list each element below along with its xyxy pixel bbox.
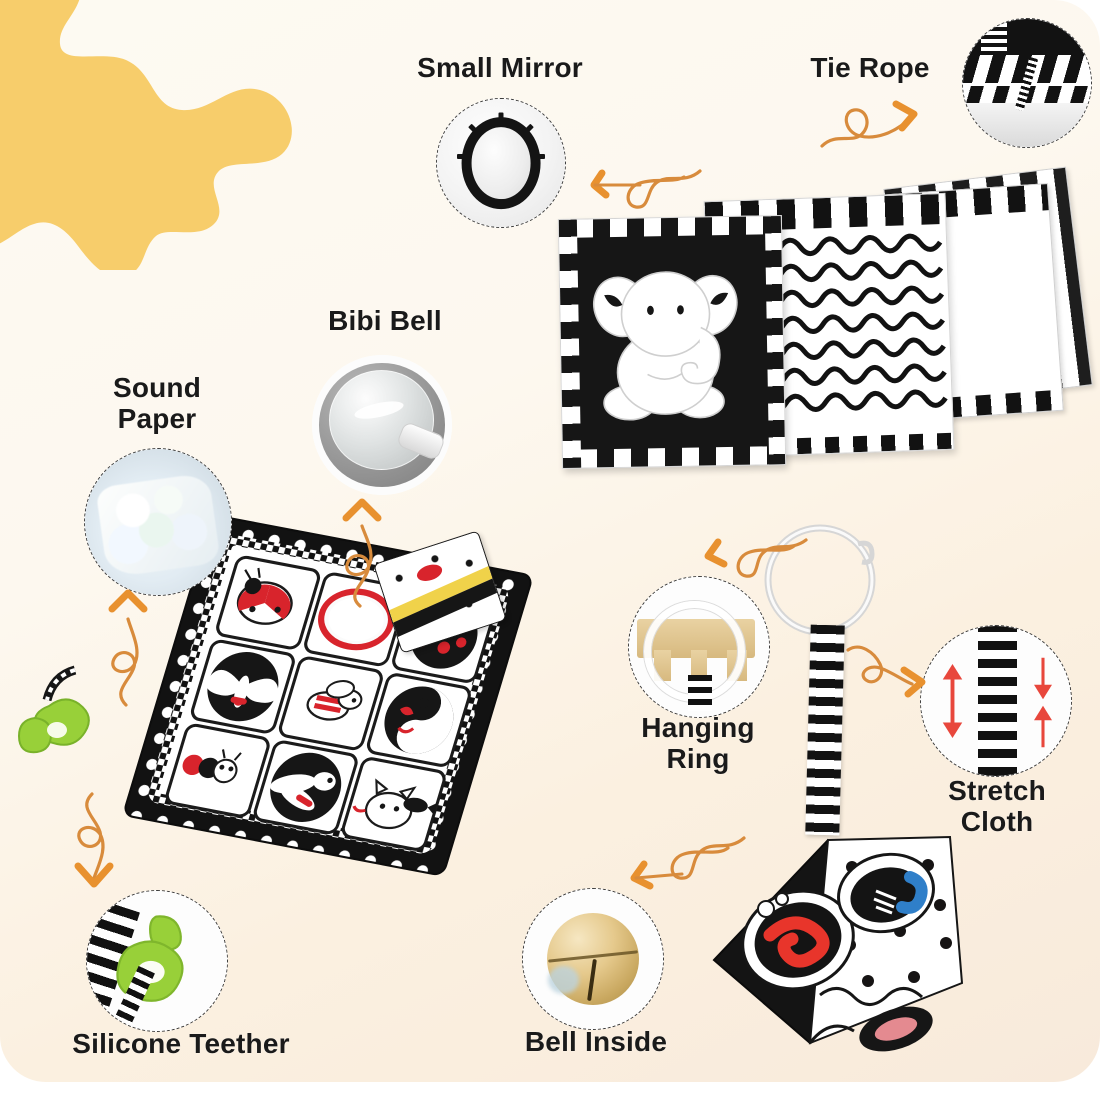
label-stretch-cloth: Stretch Cloth: [948, 775, 1046, 838]
mirror-icon: [436, 98, 566, 228]
teether-attached: [15, 660, 145, 780]
arrow-bell-inside: [630, 830, 750, 910]
callout-tie-rope[interactable]: [962, 18, 1092, 148]
arrow-stretch-cloth: [846, 638, 936, 702]
rope-tie-icon: [962, 18, 1092, 148]
ring-clip-icon: [628, 576, 770, 718]
callout-silicone-teether[interactable]: [86, 890, 228, 1032]
squeaker-bell-icon: [312, 355, 452, 495]
arrow-sound-paper: [86, 585, 166, 710]
arrow-tie-rope: [818, 92, 948, 162]
label-tie-rope: Tie Rope: [810, 52, 930, 83]
label-sound-paper: Sound Paper: [112, 372, 202, 435]
play-mat-product: [17, 515, 532, 935]
callout-sound-paper[interactable]: [84, 448, 232, 596]
sensory-cube-product: [700, 785, 980, 1075]
label-bell-inside: Bell Inside: [524, 1026, 668, 1057]
arrow-silicone-teether: [54, 790, 134, 900]
stretch-arrows-icon: [920, 625, 1072, 777]
yellow-splash-decoration: [0, 0, 292, 270]
callout-bell-inside[interactable]: [522, 888, 664, 1030]
teether-icon: [86, 890, 228, 1032]
cloth-book-elephant-page: [557, 215, 787, 469]
label-bibi-bell: Bibi Bell: [328, 305, 442, 336]
elephant-illustration: [593, 271, 738, 421]
label-small-mirror: Small Mirror: [417, 52, 583, 83]
callout-bibi-bell[interactable]: [312, 355, 452, 495]
crinkle-paper-icon: [84, 448, 232, 596]
arrow-small-mirror: [588, 155, 708, 225]
callout-small-mirror[interactable]: [436, 98, 566, 228]
label-hanging-ring: Hanging Ring: [641, 712, 755, 775]
callout-stretch-cloth[interactable]: [920, 625, 1072, 777]
arrow-bibi-bell: [318, 498, 398, 610]
callout-hanging-ring[interactable]: [628, 576, 770, 718]
jingle-bell-icon: [522, 888, 664, 1030]
arrow-hanging-ring: [702, 530, 812, 594]
cloth-book-product: [557, 166, 1093, 495]
label-silicone-teether: Silicone Teether: [72, 1028, 290, 1059]
